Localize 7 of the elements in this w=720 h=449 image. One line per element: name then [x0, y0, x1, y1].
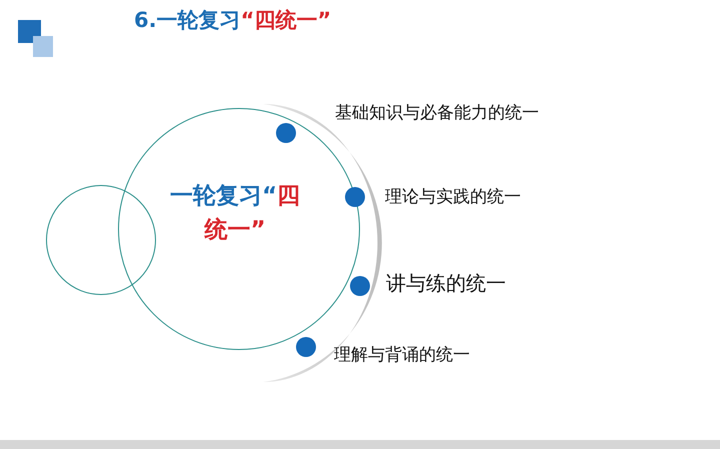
- circle-outline: [46, 185, 156, 295]
- center-title: 一轮复习“四统一”: [168, 182, 302, 245]
- item-text: 讲与练的统一: [386, 270, 506, 297]
- slide-title: 6.一轮复习“四统一”: [134, 7, 332, 34]
- item-text: 理论与实践的统一: [385, 186, 521, 208]
- item-text: 理解与背诵的统一: [334, 344, 470, 366]
- item-text: 基础知识与必备能力的统一: [335, 102, 539, 124]
